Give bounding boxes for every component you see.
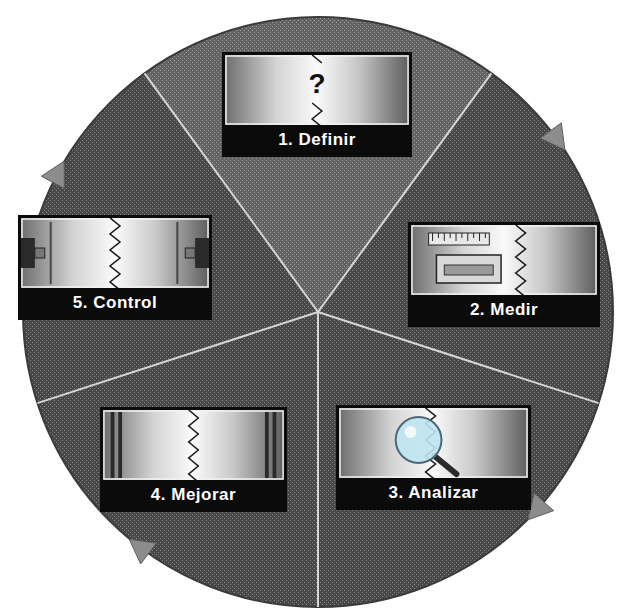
clamp-jaw bbox=[21, 238, 35, 268]
lens-glint bbox=[405, 426, 417, 438]
panel-frame bbox=[226, 56, 408, 124]
crack-line bbox=[312, 55, 322, 63]
step-box: 3. Analizar bbox=[336, 405, 531, 510]
step-box: ? 1. Definir bbox=[222, 52, 412, 157]
step-label: 1. Definir bbox=[225, 125, 409, 154]
clamp-bolt bbox=[35, 248, 45, 258]
ruler-tick bbox=[479, 233, 480, 241]
step-label: 4. Mejorar bbox=[103, 480, 284, 509]
crack-line bbox=[189, 410, 199, 480]
step-box: 2. Medir bbox=[408, 222, 600, 327]
cycle-arrowhead bbox=[528, 493, 554, 520]
segment-divider bbox=[37, 312, 318, 403]
step-illustration bbox=[411, 225, 597, 295]
step-box: 5. Control bbox=[18, 215, 212, 320]
step-illustration bbox=[21, 218, 209, 288]
question-mark: ? bbox=[225, 69, 409, 99]
crack-line bbox=[516, 225, 526, 295]
magnifier-lens bbox=[396, 417, 442, 463]
metal-panel bbox=[411, 225, 597, 295]
clamp-bolt bbox=[185, 248, 195, 258]
step-label: 2. Medir bbox=[411, 295, 597, 324]
ruler-tick bbox=[444, 233, 445, 241]
crack-line bbox=[110, 218, 120, 288]
panel-frame bbox=[340, 409, 527, 477]
ruler-tick bbox=[456, 233, 457, 241]
side-bar bbox=[273, 412, 277, 478]
cycle-arrowhead bbox=[41, 161, 64, 188]
step-box: 4. Mejorar bbox=[100, 407, 287, 512]
step-label: 3. Analizar bbox=[339, 478, 528, 507]
ruler-icon bbox=[429, 233, 490, 245]
segment-divider bbox=[317, 312, 319, 607]
ruler-tick bbox=[473, 233, 474, 238]
gauge-window bbox=[444, 265, 493, 275]
clamp-line bbox=[50, 222, 52, 284]
ruler-tick bbox=[461, 233, 462, 238]
cycle-arrowhead bbox=[540, 123, 565, 150]
cycle-arrowhead bbox=[129, 539, 156, 564]
lens-handle bbox=[434, 456, 456, 474]
side-bar bbox=[111, 412, 115, 478]
gauge-block bbox=[436, 255, 501, 283]
panel-frame bbox=[412, 226, 596, 294]
step-illustration bbox=[339, 408, 528, 478]
ruler-tick bbox=[450, 233, 451, 238]
step-illustration bbox=[103, 410, 284, 480]
ruler-tick bbox=[432, 233, 433, 241]
ruler-tick bbox=[438, 233, 439, 238]
side-bar bbox=[118, 412, 122, 478]
crack-line bbox=[312, 103, 322, 125]
ruler-tick bbox=[485, 233, 486, 238]
step-label: 5. Control bbox=[21, 288, 209, 317]
side-bar bbox=[265, 412, 269, 478]
clamp-line bbox=[176, 222, 178, 284]
wheel-segment bbox=[318, 312, 599, 607]
ruler-tick bbox=[467, 233, 468, 241]
clamp-jaw bbox=[195, 238, 209, 268]
